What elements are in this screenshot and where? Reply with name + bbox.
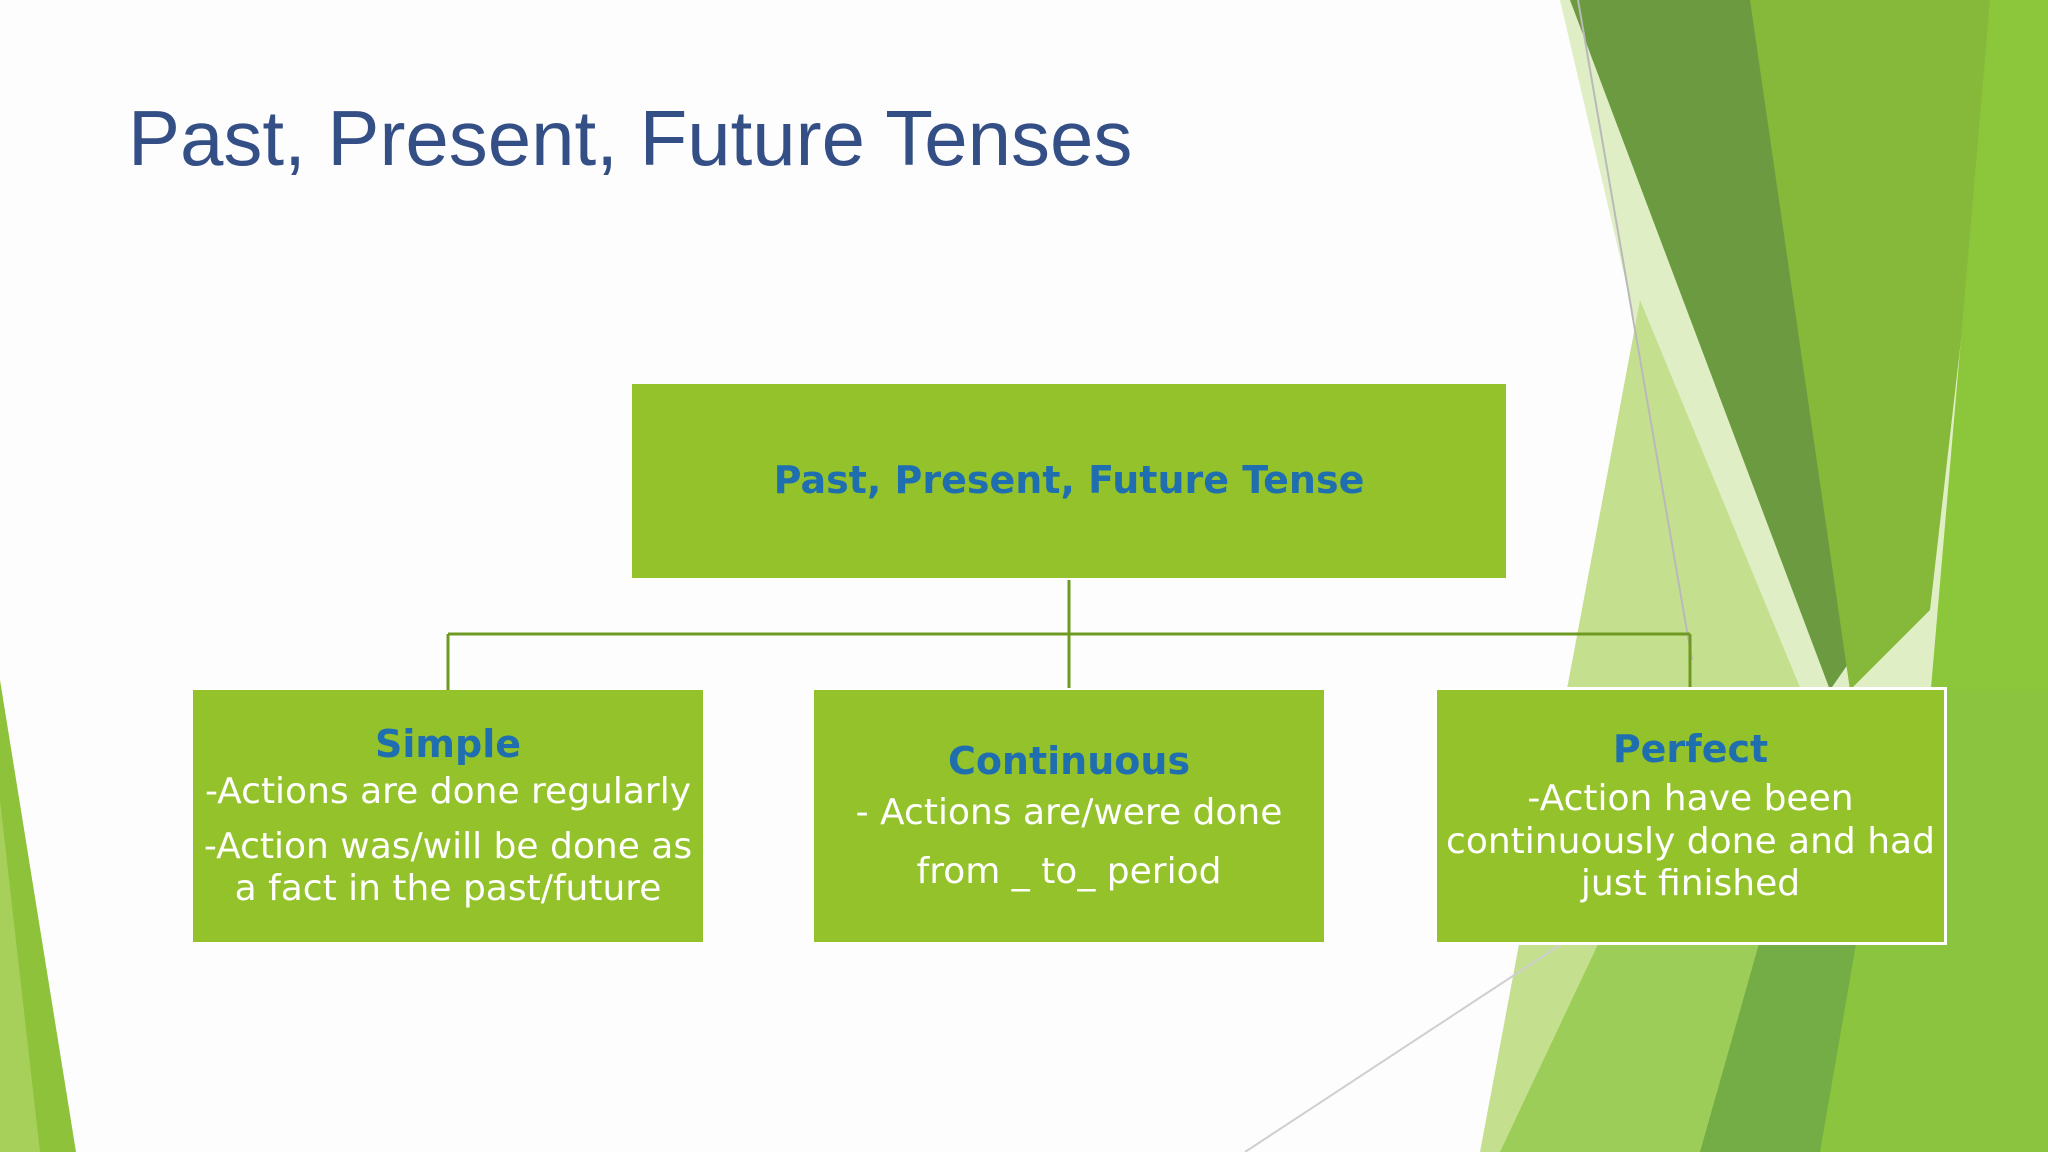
- perfect-node-line: -Action have been continuously done and …: [1446, 778, 1935, 905]
- right-facet-mid: [1750, 0, 2000, 690]
- perfect-node-box: Perfect -Action have been continuously d…: [1434, 687, 1947, 945]
- continuous-node-box: Continuous - Actions are/were done from …: [814, 690, 1324, 942]
- simple-node-line: -Action was/will be done as a fact in th…: [203, 825, 693, 910]
- decor-line-vertical: [1577, 0, 1693, 661]
- left-accent-shape-light: [0, 800, 40, 1152]
- simple-node-line: -Actions are done regularly: [204, 771, 692, 813]
- continuous-node-line: - Actions are/were done: [855, 792, 1283, 834]
- simple-node-heading: Simple: [375, 721, 521, 766]
- perfect-node-heading: Perfect: [1612, 726, 1769, 771]
- root-node-label: Past, Present, Future Tense: [773, 458, 1365, 503]
- slide-title: Past, Present, Future Tenses: [128, 94, 1133, 182]
- continuous-node-line: from _ to_ period: [916, 850, 1222, 892]
- right-facet-bottom-mid: [1500, 940, 1760, 1152]
- root-node-box: Past, Present, Future Tense: [632, 384, 1506, 578]
- decor-line-diagonal: [1244, 944, 1561, 1152]
- continuous-node-heading: Continuous: [947, 738, 1191, 783]
- simple-node-box: Simple -Actions are done regularly -Acti…: [193, 690, 703, 942]
